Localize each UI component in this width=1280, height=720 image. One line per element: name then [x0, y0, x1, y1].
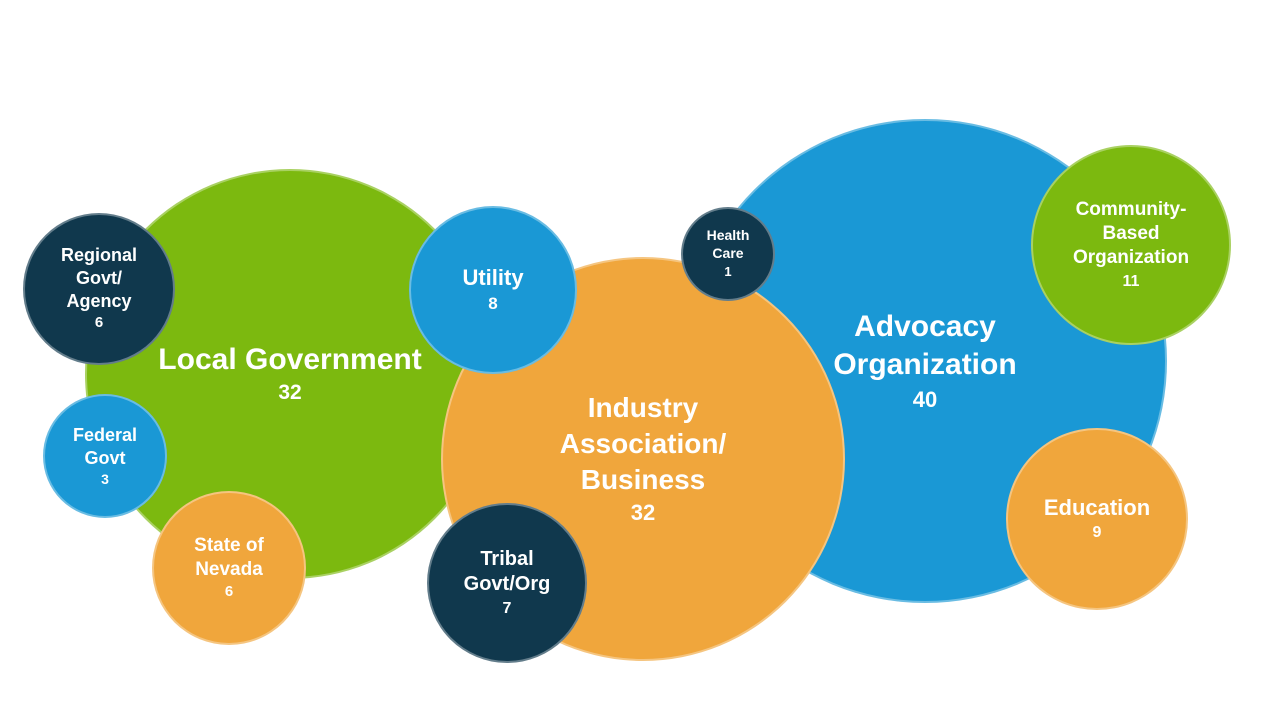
- bubble-education: Education 9: [1006, 428, 1188, 610]
- bubble-value: 9: [1092, 524, 1102, 542]
- bubble-value: 32: [278, 381, 302, 405]
- bubble-text: Local Government 32: [158, 341, 421, 408]
- bubble-text: Utility 8: [462, 264, 523, 315]
- bubble-value: 32: [630, 499, 656, 525]
- bubble-text: Education 9: [1044, 494, 1150, 544]
- bubble-value: 40: [912, 386, 938, 412]
- bubble-label: Education: [1043, 495, 1151, 521]
- bubble-utility: Utility 8: [409, 206, 577, 374]
- bubble-value: 8: [488, 293, 498, 313]
- bubble-value: 6: [94, 314, 104, 332]
- bubble-value: 3: [101, 470, 109, 487]
- bubble-value: 7: [502, 599, 512, 617]
- bubble-label: Utility: [462, 265, 524, 291]
- bubble-value: 6: [224, 583, 234, 601]
- bubble-label: Local Government: [158, 342, 422, 376]
- bubble-value: 11: [1122, 272, 1140, 290]
- bubble-value: 1: [724, 264, 732, 280]
